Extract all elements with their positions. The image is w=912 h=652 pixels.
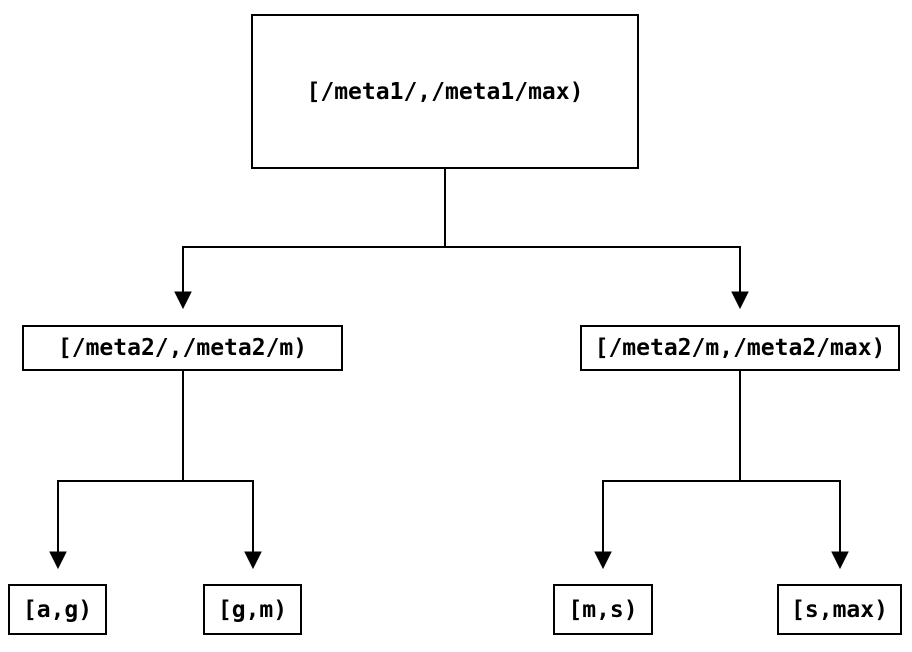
tree-node-meta2-left: [/meta2/,/meta2/m) (22, 325, 343, 371)
arrowhead-down-icon (831, 551, 849, 570)
tree-node-root-label: [/meta1/,/meta1/max) (306, 78, 584, 105)
tree-node-meta2-right-label: [/meta2/m,/meta2/max) (594, 335, 886, 361)
tree-node-meta2-left-label: [/meta2/,/meta2/m) (57, 335, 308, 361)
tree-leaf-a-g-label: [a,g) (22, 596, 93, 623)
tree-leaf-m-s-label: [m,s) (568, 596, 638, 623)
connector-right-node-to-leaves (594, 371, 849, 570)
tree-leaf-s-max: [s,max) (777, 584, 902, 635)
tree-leaf-s-max-label: [s,max) (791, 596, 888, 623)
arrowhead-down-icon (174, 291, 192, 310)
arrowhead-down-icon (594, 551, 612, 570)
connector-left-node-to-leaves (49, 371, 262, 570)
connector-root-to-children (174, 169, 749, 310)
tree-leaf-g-m-label: [g,m) (217, 596, 288, 623)
tree-leaf-a-g: [a,g) (8, 584, 107, 635)
arrowhead-down-icon (244, 551, 262, 570)
tree-node-meta2-right: [/meta2/m,/meta2/max) (580, 325, 900, 371)
tree-leaf-m-s: [m,s) (553, 584, 653, 635)
arrowhead-down-icon (731, 291, 749, 310)
arrowhead-down-icon (49, 551, 67, 570)
tree-node-root: [/meta1/,/meta1/max) (251, 14, 639, 169)
tree-leaf-g-m: [g,m) (203, 584, 302, 635)
